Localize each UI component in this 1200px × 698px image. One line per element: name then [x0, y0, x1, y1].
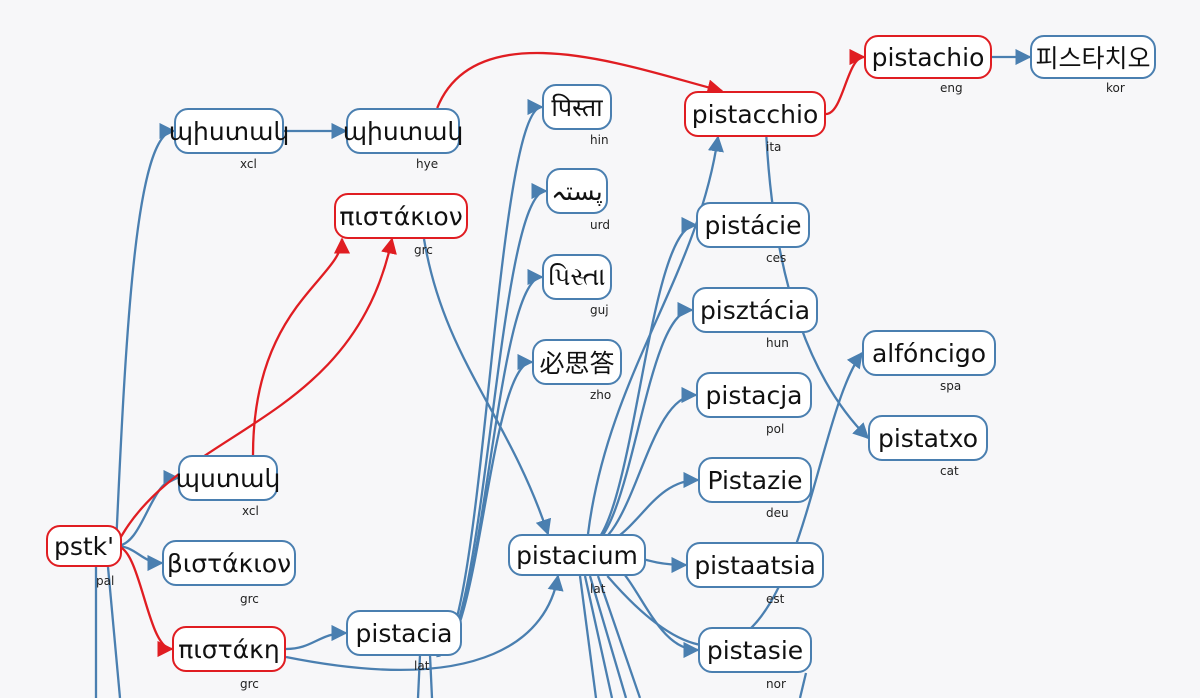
edge-grc-pistakion-to-lat-pistacium — [422, 238, 552, 536]
language-code-label: deu — [766, 506, 789, 520]
word-node-pol-pol[interactable]: pistacja — [696, 372, 812, 418]
word-text: Pistazie — [707, 465, 803, 495]
edge-continuation — [578, 575, 598, 698]
word-text: 피스타치오 — [1035, 44, 1151, 73]
edge-continuation — [596, 575, 642, 698]
edge-grc-pistake-to-lat-pistacia — [285, 624, 348, 651]
word-node-pal-pal-pstk[interactable]: pstk' — [46, 525, 122, 567]
word-text: պիստակ — [168, 116, 290, 146]
word-node-deu-deu[interactable]: Pistazie — [698, 457, 812, 503]
edge-continuation — [583, 575, 614, 698]
language-code-label: spa — [940, 379, 962, 393]
edge-continuation — [106, 566, 122, 698]
word-text: pistatxo — [877, 423, 979, 453]
word-node-hun-hun[interactable]: pisztácia — [692, 287, 818, 333]
word-node-grc-grc-pistake[interactable]: πιστάκη — [172, 626, 286, 672]
edge-lat-pistacia-to-urd — [436, 183, 548, 658]
word-text: pistacchio — [691, 99, 819, 129]
language-code-label: kor — [1106, 81, 1125, 95]
language-code-label: grc — [240, 592, 259, 606]
language-code-label: guj — [590, 303, 609, 317]
language-code-label: pol — [766, 422, 785, 436]
word-node-urd-urd[interactable]: پستہ — [546, 168, 608, 214]
word-node-cat-cat[interactable]: pistatxo — [868, 415, 988, 461]
word-node-eng-eng[interactable]: pistachio — [864, 35, 992, 79]
word-node-kor-kor[interactable]: 피스타치오 — [1030, 35, 1156, 79]
word-node-hin-hin[interactable]: पिस्ता — [542, 84, 612, 130]
edge-continuation — [428, 654, 434, 698]
edge-pal-pstk-to-xcl-pstak — [115, 469, 180, 548]
word-node-xcl-xcl-pistak1[interactable]: պիստակ — [169, 108, 289, 154]
word-text: pistacium — [516, 540, 638, 570]
edge-lat-pistacium-to-ces — [583, 217, 698, 550]
language-code-label: grc — [414, 243, 433, 257]
language-code-label: lat — [414, 659, 430, 673]
edge-hye-pistak-to-ita — [436, 51, 724, 109]
word-text: πιστάκιον — [339, 201, 463, 231]
edge-pal-pstk-to-grc-pistakion — [114, 237, 397, 547]
edge-lat-pistacium-to-ita — [586, 135, 724, 535]
word-text: پستہ — [551, 176, 603, 206]
edge-ita-to-eng — [825, 48, 866, 116]
language-code-label: zho — [590, 388, 612, 402]
edge-grc-pistake-to-lat-pistacium — [285, 574, 564, 671]
word-text: pistacia — [355, 618, 453, 648]
edge-continuation — [798, 672, 808, 698]
language-code-label: cat — [940, 464, 959, 478]
word-node-zho-zho[interactable]: 必思答 — [532, 339, 622, 385]
edge-pal-pstk-to-grc-pistake — [115, 544, 174, 657]
word-text: πιστάκη — [178, 634, 280, 664]
word-text: պիստակ — [342, 116, 464, 146]
language-code-label: pal — [96, 574, 115, 588]
word-node-grc-grc-bistakion[interactable]: βιστάκιον — [162, 540, 296, 586]
language-code-label: xcl — [240, 157, 257, 171]
edge-pal-pstk-to-xcl-pistak1 — [114, 123, 176, 547]
word-text: pistachio — [871, 42, 985, 72]
language-code-label: grc — [240, 677, 259, 691]
word-text: pistácie — [704, 210, 802, 240]
word-node-xcl-xcl-pstak[interactable]: պստակ — [175, 455, 281, 501]
word-text: pistasie — [706, 635, 804, 665]
word-node-hye-hye-pistak[interactable]: պիստակ — [343, 108, 463, 154]
edge-continuation — [416, 654, 422, 698]
language-code-label: hun — [766, 336, 789, 350]
word-node-grc-grc-pistakion[interactable]: πιστάκιον — [334, 193, 468, 239]
word-text: պստակ — [175, 463, 281, 493]
word-node-lat-lat-pistacium[interactable]: pistacium — [508, 534, 646, 576]
language-code-label: nor — [766, 677, 786, 691]
edge-xcl-pstak-to-grc-pistakion — [251, 237, 351, 456]
word-node-guj-guj[interactable]: પિસ્તા — [542, 254, 612, 300]
edge-continuation — [588, 575, 628, 698]
language-code-label: ita — [766, 140, 782, 154]
word-text: pistaatsia — [694, 550, 816, 580]
language-code-label: hin — [590, 133, 609, 147]
word-node-est-est[interactable]: pistaatsia — [686, 542, 824, 588]
language-code-label: urd — [590, 218, 610, 232]
word-text: pstk' — [53, 531, 115, 561]
word-node-ita-ita[interactable]: pistacchio — [684, 91, 826, 137]
language-code-label: ces — [766, 251, 787, 265]
language-code-label: eng — [940, 81, 963, 95]
word-text: alfóncigo — [871, 338, 987, 368]
word-node-spa-spa[interactable]: alfóncigo — [862, 330, 996, 376]
word-text: पिस्ता — [551, 93, 603, 122]
language-code-label: est — [766, 592, 785, 606]
word-text: 必思答 — [539, 349, 615, 378]
word-text: pisztácia — [699, 295, 811, 325]
word-text: βιστάκιον — [166, 548, 292, 578]
language-code-label: hye — [416, 157, 439, 171]
word-text: પિસ્તા — [548, 262, 606, 291]
word-node-lat-lat-pistacia[interactable]: pistacia — [346, 610, 462, 656]
language-code-label: xcl — [242, 504, 259, 518]
word-node-ces-ces[interactable]: pistácie — [696, 202, 810, 248]
language-code-label: lat — [590, 582, 606, 596]
word-text: pistacja — [705, 380, 803, 410]
word-node-nor-nor[interactable]: pistasie — [698, 627, 812, 673]
